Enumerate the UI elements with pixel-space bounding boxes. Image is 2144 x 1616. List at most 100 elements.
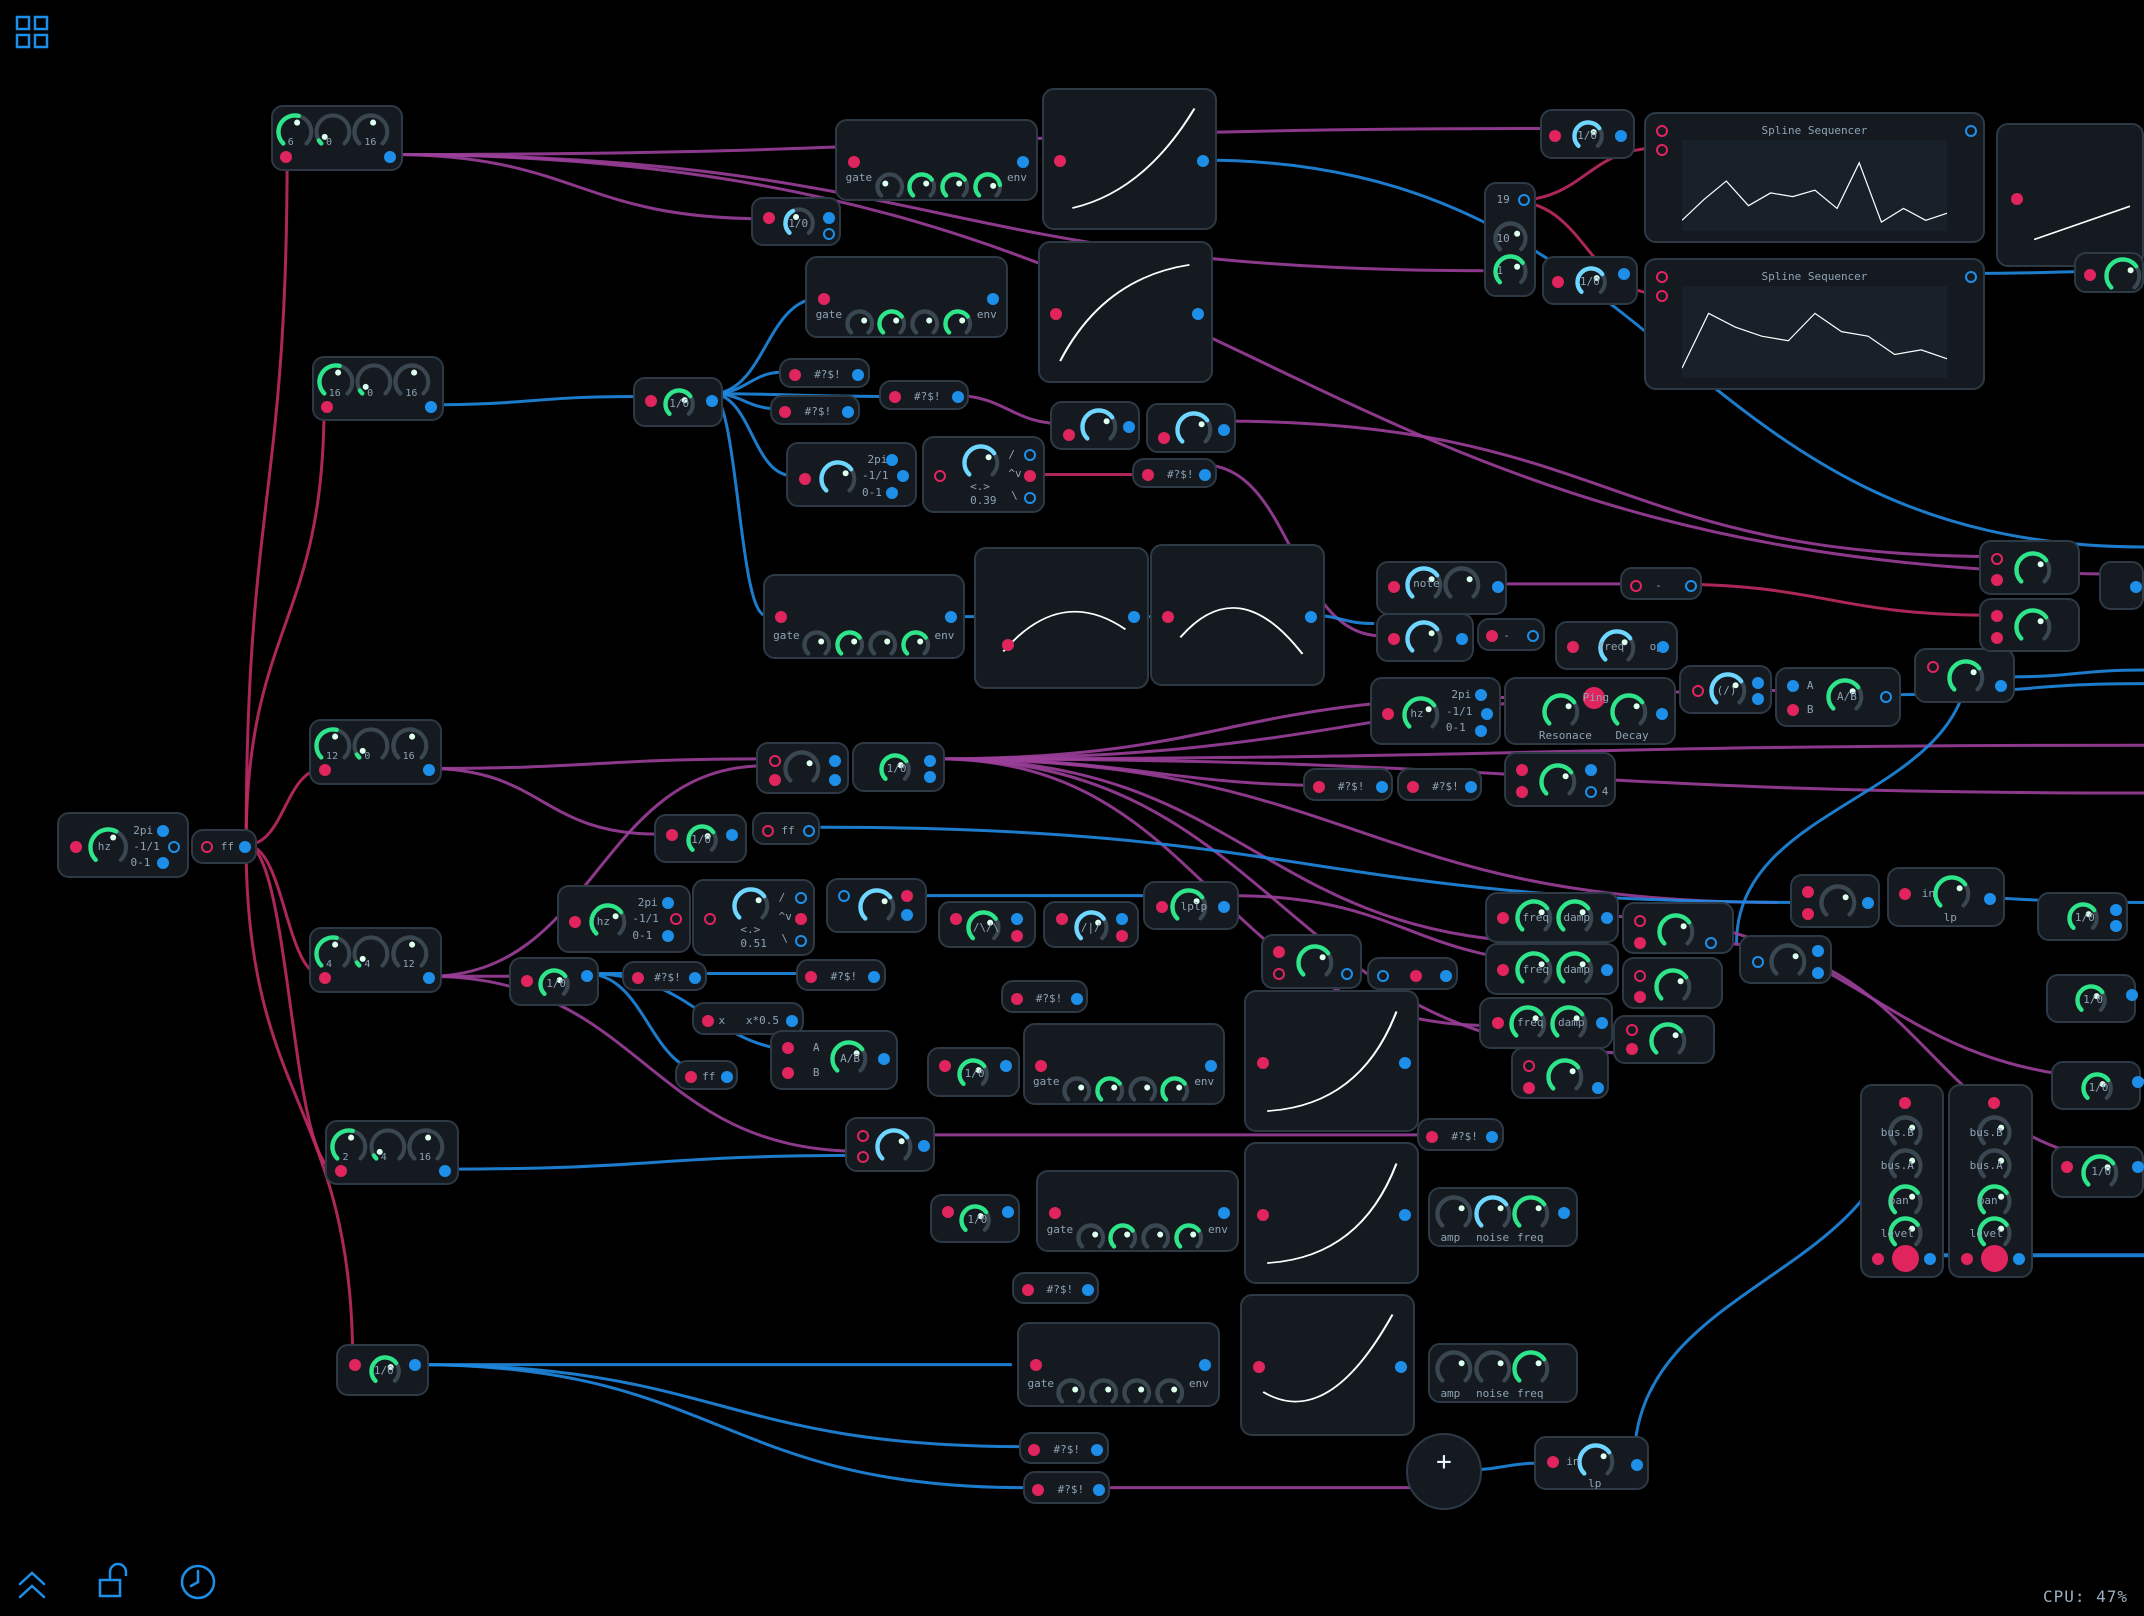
curve-module-6[interactable] xyxy=(1244,1141,1420,1284)
mod-module-10[interactable] xyxy=(1789,873,1881,929)
jack[interactable] xyxy=(768,774,781,787)
knob[interactable] xyxy=(827,1037,871,1081)
cable-fan-1[interactable] xyxy=(711,296,821,396)
ping-module-2[interactable] xyxy=(1739,935,1833,985)
jack[interactable] xyxy=(1811,966,1824,979)
jack[interactable] xyxy=(1218,1207,1231,1220)
knob[interactable] xyxy=(1073,1220,1109,1256)
jack[interactable] xyxy=(685,1070,698,1083)
knob[interactable] xyxy=(1490,218,1531,259)
toggle-module-13[interactable]: 1/0 xyxy=(1539,109,1636,159)
knob[interactable] xyxy=(876,750,914,788)
jack[interactable] xyxy=(779,406,792,419)
jack[interactable] xyxy=(1273,946,1286,959)
jack[interactable] xyxy=(1475,724,1488,737)
clock-icon[interactable] xyxy=(178,1562,218,1606)
jack[interactable] xyxy=(2130,581,2143,594)
jack[interactable] xyxy=(1634,991,1647,1004)
jack[interactable] xyxy=(1256,1208,1269,1221)
knob[interactable] xyxy=(2011,548,2055,592)
jack[interactable] xyxy=(1387,633,1400,646)
jack[interactable] xyxy=(1486,1130,1499,1143)
clock-in[interactable] xyxy=(318,764,331,777)
jack[interactable] xyxy=(1491,581,1504,594)
clock-knob-1[interactable] xyxy=(314,360,358,404)
clock-knob-1[interactable] xyxy=(311,724,355,768)
jack[interactable] xyxy=(951,391,964,404)
jack[interactable] xyxy=(987,292,1000,305)
mute-button[interactable] xyxy=(1891,1244,1919,1273)
jack[interactable] xyxy=(1787,704,1800,717)
jack[interactable] xyxy=(1394,1360,1407,1373)
cable-fan-p4[interactable] xyxy=(936,757,1573,945)
jack[interactable] xyxy=(942,1206,955,1219)
spline-sequencer-3[interactable] xyxy=(1996,123,2144,267)
jack[interactable] xyxy=(886,454,899,467)
cable-bottom-2[interactable] xyxy=(415,1363,1026,1449)
toggle-module-14[interactable]: 1/0 xyxy=(1542,255,1639,305)
knob[interactable] xyxy=(1077,405,1121,449)
jack[interactable] xyxy=(1880,690,1893,703)
cable-top-2[interactable] xyxy=(389,153,1484,273)
jack[interactable] xyxy=(768,754,781,767)
jack[interactable] xyxy=(661,897,674,910)
knob[interactable] xyxy=(1293,941,1337,985)
knob[interactable] xyxy=(1059,1073,1095,1109)
toggle-module-6[interactable]: 1/0 xyxy=(927,1047,1021,1097)
jack[interactable] xyxy=(842,406,855,419)
mute-button[interactable] xyxy=(1980,1244,2008,1273)
shapes-module-2[interactable]: /|/ xyxy=(1043,901,1139,948)
jack[interactable] xyxy=(568,916,581,929)
knob[interactable] xyxy=(1086,1375,1122,1411)
clock-out[interactable] xyxy=(422,764,435,777)
minus-module[interactable]: - xyxy=(1620,567,1703,601)
knob[interactable] xyxy=(1595,626,1639,670)
knob[interactable] xyxy=(1125,1073,1161,1109)
curve-module-7[interactable] xyxy=(1240,1293,1416,1436)
jack[interactable] xyxy=(1341,968,1354,981)
clock-in[interactable] xyxy=(321,400,334,413)
jack[interactable] xyxy=(1010,913,1023,926)
mod-module-3[interactable] xyxy=(1375,612,1474,662)
toggle-module-3[interactable]: 1/0 xyxy=(851,742,945,792)
sequencer-graph[interactable] xyxy=(1682,140,1948,232)
jack[interactable] xyxy=(761,824,774,837)
knob[interactable] xyxy=(1974,1145,2015,1186)
jack[interactable] xyxy=(2011,192,2024,205)
jack[interactable] xyxy=(1625,1043,1638,1056)
jack[interactable] xyxy=(1862,897,1875,910)
knob[interactable] xyxy=(1172,408,1216,452)
knob[interactable] xyxy=(816,457,860,501)
rand-module-3[interactable]: #?$! xyxy=(879,380,970,411)
knob[interactable] xyxy=(2011,605,2055,649)
drum-module-4[interactable] xyxy=(1621,902,1734,955)
cable-clock5[interactable] xyxy=(451,1153,862,1171)
jack[interactable] xyxy=(1705,936,1718,949)
knob[interactable] xyxy=(1574,1440,1618,1484)
jack[interactable] xyxy=(1252,1360,1265,1373)
toggle-module-5[interactable]: 1/0 xyxy=(508,957,599,1007)
jack[interactable] xyxy=(69,841,82,854)
cable-output-2[interactable] xyxy=(1735,656,1971,944)
jack[interactable] xyxy=(1899,1096,1912,1109)
cable-clock3-b[interactable] xyxy=(427,766,657,836)
knob[interactable] xyxy=(1167,885,1211,929)
rand-module-12[interactable]: #?$! xyxy=(1018,1431,1109,1465)
knob[interactable] xyxy=(366,1352,404,1390)
knob[interactable] xyxy=(872,1125,916,1169)
curve-module-3[interactable] xyxy=(973,546,1149,690)
jack[interactable] xyxy=(1054,154,1067,167)
jack[interactable] xyxy=(1655,143,1668,156)
jack[interactable] xyxy=(1990,552,2003,565)
drum-module-6[interactable] xyxy=(1613,1014,1715,1064)
small-module-2[interactable] xyxy=(1367,957,1458,990)
